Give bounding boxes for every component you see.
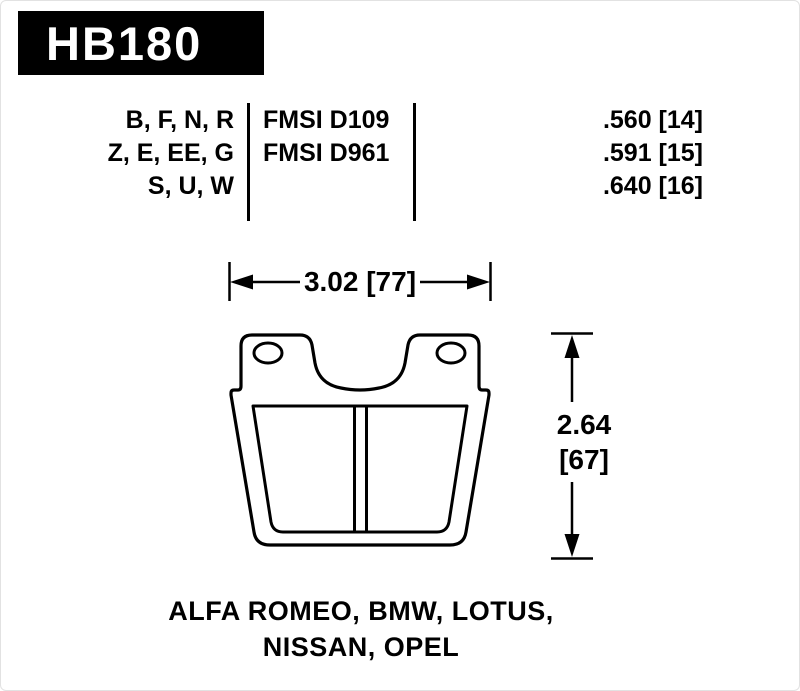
height-dimension-label: 2.64 [67]	[522, 407, 646, 477]
height-dimension-mm: [67]	[559, 444, 609, 475]
applications-line-2: NISSAN, OPEL	[262, 632, 460, 662]
width-arrow-right-icon	[467, 274, 490, 290]
friction-material-outline	[251, 404, 469, 534]
thickness-row: .640 [16]	[602, 172, 703, 200]
pad-thickness-column: .560 [14] .591 [15] .640 [16]	[481, 104, 703, 203]
compound-row: S, U, W	[147, 172, 234, 200]
part-number-box: HB180	[18, 11, 264, 75]
fmsi-row: FMSI D109	[263, 106, 390, 134]
height-arrow-down-icon	[564, 534, 580, 557]
brake-pad-backing-plate-outline	[229, 333, 491, 547]
height-arrow-up-icon	[564, 335, 580, 358]
fmsi-row: FMSI D961	[263, 139, 390, 167]
width-dimension-label: 3.02 [77]	[303, 266, 417, 297]
applications-line-1: ALFA ROMEO, BMW, LOTUS,	[168, 596, 554, 626]
compound-row: Z, E, EE, G	[107, 139, 234, 167]
vehicle-applications: ALFA ROMEO, BMW, LOTUS, NISSAN, OPEL	[101, 593, 621, 665]
thickness-row: .591 [15]	[602, 139, 703, 167]
part-number: HB180	[46, 16, 203, 70]
mounting-hole-right	[435, 341, 467, 365]
compound-codes-column: B, F, N, R Z, E, EE, G S, U, W	[41, 104, 234, 203]
table-divider-left	[247, 103, 250, 221]
table-divider-right	[413, 103, 416, 221]
width-arrow-left-icon	[230, 274, 253, 290]
thickness-row: .560 [14]	[602, 106, 703, 134]
compound-row: B, F, N, R	[125, 106, 234, 134]
height-dimension-inches: 2.64	[556, 409, 612, 440]
fmsi-column: FMSI D109 FMSI D961	[263, 104, 413, 170]
mounting-hole-left	[252, 341, 284, 365]
